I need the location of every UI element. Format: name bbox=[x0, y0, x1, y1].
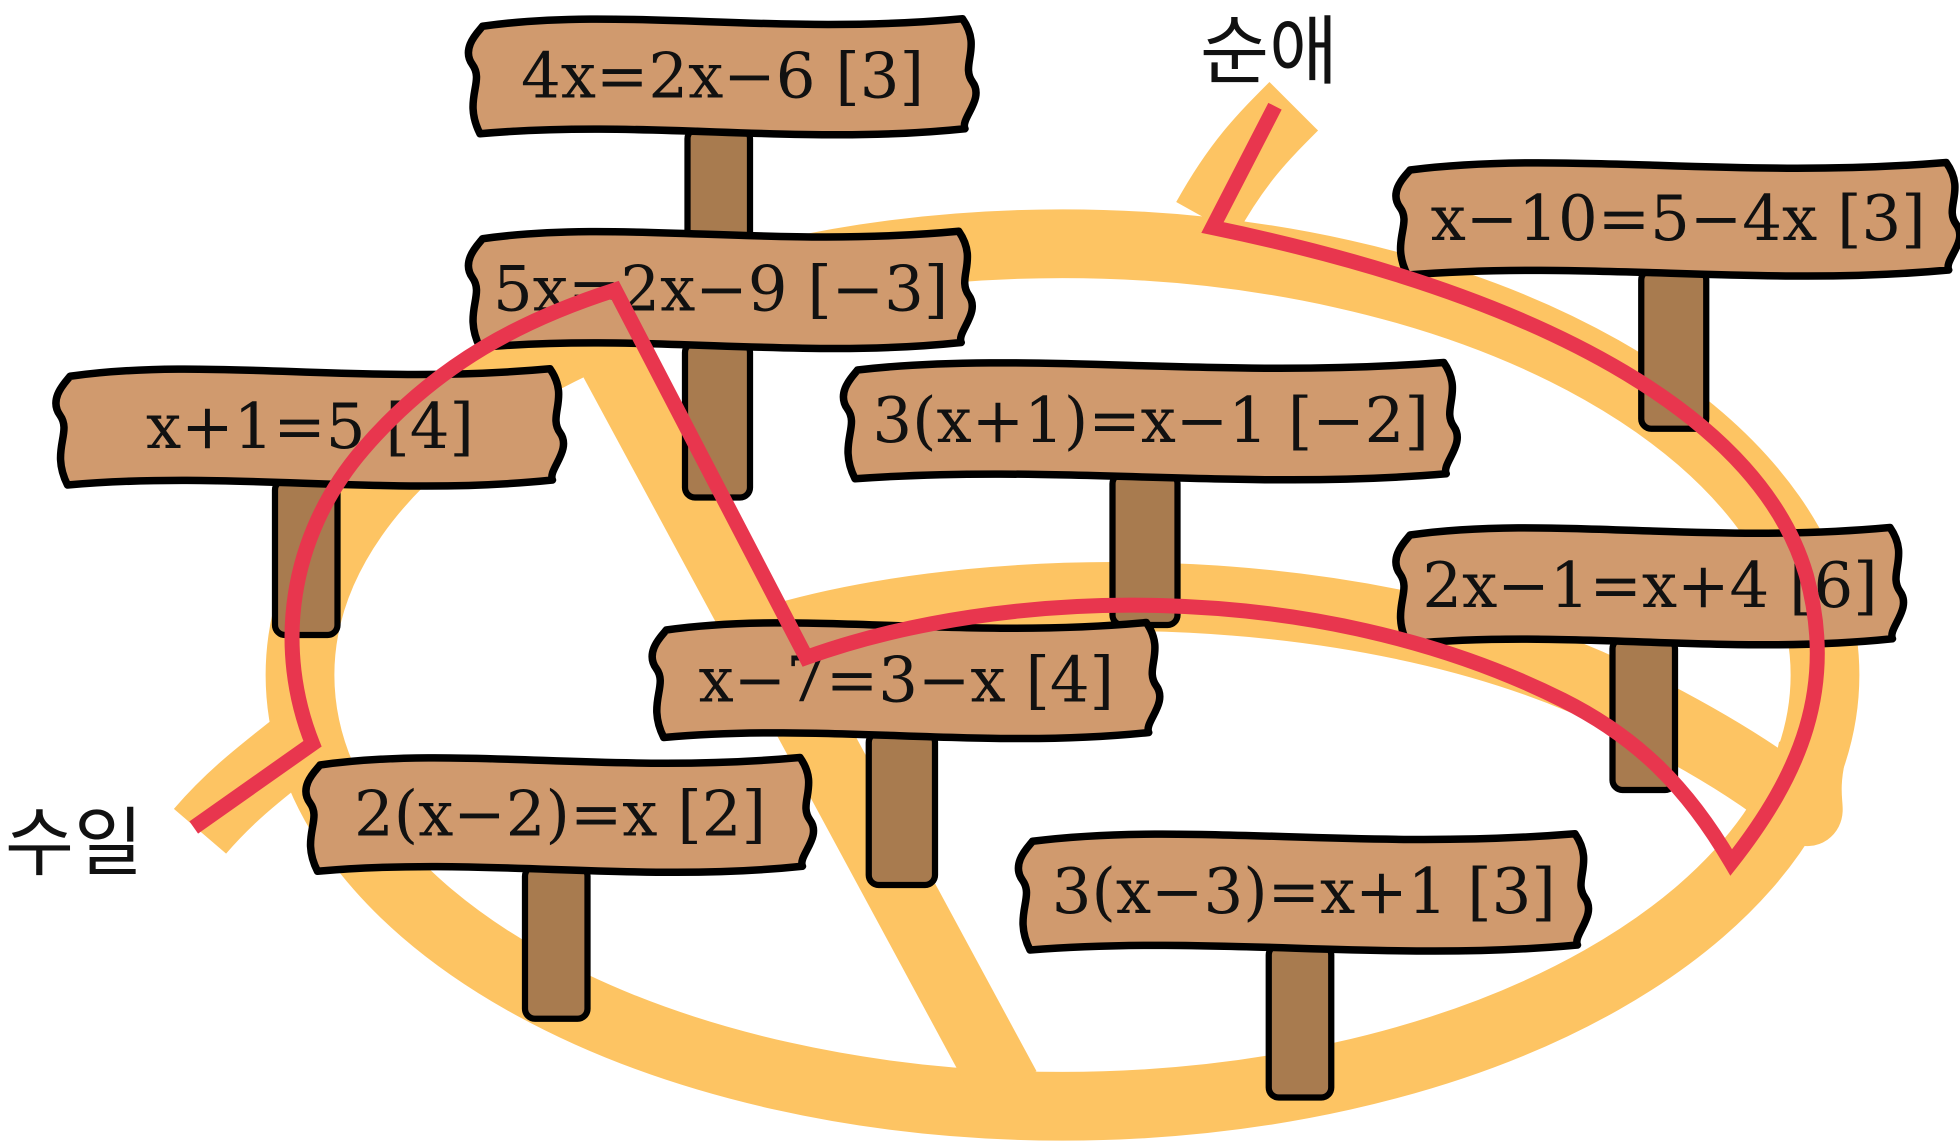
equation-sign: 2x−1=x+4 [6] bbox=[1392, 523, 1908, 649]
sign-post bbox=[521, 863, 591, 1022]
sign-equation: 3(x−3)=x+1 [3] bbox=[1052, 855, 1556, 928]
sign-board bbox=[839, 358, 1461, 484]
route-line bbox=[189, 102, 1825, 876]
sign-board bbox=[52, 365, 568, 490]
sign-post bbox=[1265, 941, 1335, 1101]
equation-sign: 4x=2x−6 [3] bbox=[464, 15, 980, 139]
sign-board bbox=[464, 15, 980, 139]
sign-equation: 3(x+1)=x−1 [−2] bbox=[872, 384, 1428, 457]
equation-sign: 3(x+1)=x−1 [−2] bbox=[839, 358, 1461, 484]
equation-sign: x−7=3−x [4] bbox=[648, 618, 1164, 743]
sign-equation: 2(x−2)=x [2] bbox=[354, 778, 766, 851]
sign-equation: x−7=3−x [4] bbox=[698, 643, 1114, 716]
sign-board bbox=[648, 618, 1164, 743]
equation-sign: 5x=2x−9 [−3] bbox=[464, 227, 976, 353]
sign-post bbox=[865, 729, 939, 889]
equation-sign: x−10=5−4x [3] bbox=[1392, 158, 1960, 280]
road-inner-curve bbox=[771, 562, 1847, 847]
equation-sign: 2(x−2)=x [2] bbox=[302, 753, 818, 877]
sign-board bbox=[302, 753, 818, 877]
label-suna: 순애 bbox=[1200, 8, 1338, 96]
sign-board bbox=[1392, 158, 1960, 280]
label-suil: 수일 bbox=[5, 799, 143, 887]
sign-equation: x−10=5−4x [3] bbox=[1431, 182, 1926, 255]
sign-equation: x+1=5 [4] bbox=[146, 390, 474, 463]
sign-boards: 4x=2x−6 [3] 5x=2x−9 [−3] x+1=5 [4] 3(x+1)=x… bbox=[52, 15, 1960, 955]
equation-sign: x+1=5 [4] bbox=[52, 365, 568, 490]
sign-board bbox=[1392, 523, 1908, 649]
equation-sign: 3(x−3)=x+1 [3] bbox=[1014, 830, 1593, 955]
sign-board bbox=[1014, 830, 1593, 955]
sign-equation: 4x=2x−6 [3] bbox=[521, 40, 924, 113]
sign-board bbox=[464, 227, 976, 353]
